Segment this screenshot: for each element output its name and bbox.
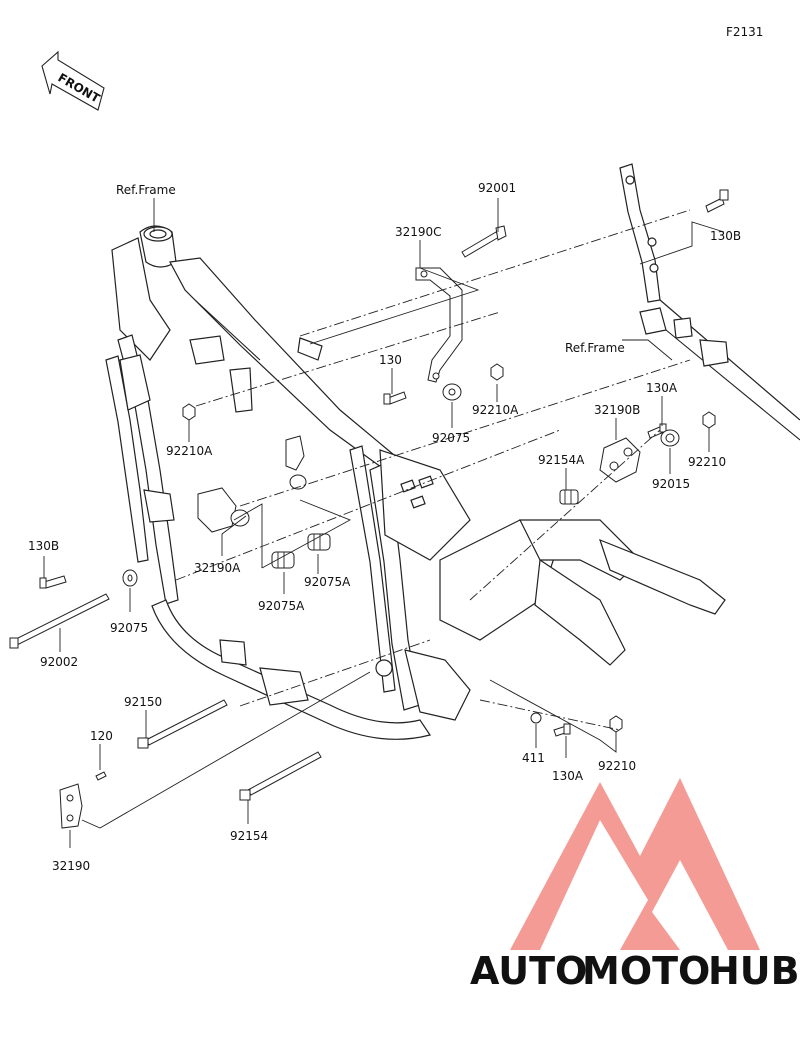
bracket-32190b [599,437,641,483]
motorcycle-frame [105,225,726,740]
bolt-130 [383,391,407,405]
nut-92015 [660,429,680,447]
label-92075-left: 92075 [110,621,148,635]
watermark-triangle-icon [510,778,760,950]
label-411: 411 [522,751,545,765]
label-92015: 92015 [652,477,690,491]
bolt-92154 [239,751,322,801]
spacer-92075-top [442,383,462,401]
label-92210-bottom: 92210 [598,759,636,773]
part-labels: Ref.Frame Ref.Frame 92001 32190C 130B 13… [28,181,741,873]
label-32190a: 32190A [194,561,241,575]
label-92075a-left: 92075A [258,599,305,613]
bushing-92154a [559,489,579,505]
axis-lines [175,209,691,731]
label-92002: 92002 [40,655,78,669]
watermark-logo: AUTO MOTO HUB [470,778,800,993]
label-92154: 92154 [230,829,268,843]
label-92001: 92001 [478,181,516,195]
watermark-word-a: AUTO [470,949,587,993]
bolt-92002 [9,593,110,649]
bolt-130b-top [705,189,729,213]
bolt-120 [95,771,107,781]
label-32190b: 32190B [594,403,640,417]
label-92210-top: 92210 [688,455,726,469]
label-92075a-right: 92075A [304,575,351,589]
label-ref-frame-1: Ref.Frame [116,183,176,197]
label-92210a-left: 92210A [166,444,213,458]
bolt-92001 [461,225,507,258]
nut-92210a-right [490,363,504,381]
label-120: 120 [90,729,113,743]
label-92150: 92150 [124,695,162,709]
label-130a-bottom: 130A [552,769,584,783]
spacer-92075-left [122,569,138,587]
watermark-word-b: MOTO [582,949,710,993]
label-130b-left: 130B [28,539,59,553]
label-130a-top: 130A [646,381,678,395]
bushing-92075a-left [271,551,295,569]
label-130b-top: 130B [710,229,741,243]
watermark-word-c: HUB [708,949,800,993]
label-ref-frame-2: Ref.Frame [565,341,625,355]
front-badge-label: FRONT [56,70,103,105]
label-32190: 32190 [52,859,90,873]
label-92075-top: 92075 [432,431,470,445]
label-92154a: 92154A [538,453,585,467]
figure-code: F2131 [726,25,763,39]
bolt-130b-left [39,575,67,589]
washer-411 [530,712,542,724]
bracket-32190c [415,267,463,383]
bracket-32190 [59,783,83,829]
bracket-32190a [197,435,307,533]
bolt-92150 [137,699,228,749]
bolt-130a-bottom [553,723,571,737]
nut-92210-top [702,411,716,429]
label-130: 130 [379,353,402,367]
label-92210a-right: 92210A [472,403,519,417]
label-32190c: 32190C [395,225,442,239]
leader-lines [43,198,725,848]
nut-92210a-left [182,403,196,421]
front-arrow-icon: FRONT [41,50,105,111]
